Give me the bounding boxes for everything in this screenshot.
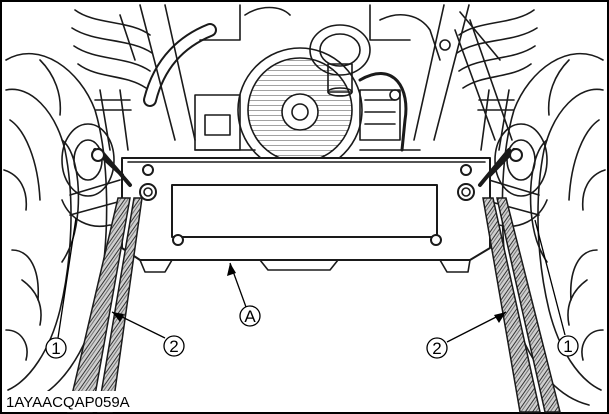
engine-block [194,4,421,151]
callout-2-left: 2 [163,335,185,357]
callout-1-right: 1 [557,335,579,357]
right-strap [482,197,561,413]
callout-a: A [239,305,261,327]
callout-1-left-label: 1 [51,339,60,358]
left-tire [3,52,108,406]
hydraulic-line [358,72,408,152]
callout-2-right: 2 [426,337,448,359]
callout-2-right-label: 2 [432,339,441,358]
frame-rails [119,4,513,141]
skid-plate [121,157,491,273]
fan-pulley [237,47,363,173]
right-strut [456,9,538,151]
figure-code: 1AYAACQAP059A [6,394,130,411]
callout-1-left: 1 [45,337,67,359]
bolts [139,164,475,246]
filter-cap [309,24,371,97]
left-strut [71,9,153,151]
callout-2-left-label: 2 [169,337,178,356]
arrowheads [112,263,506,323]
callout-1-right-label: 1 [563,337,572,356]
callout-a-label: A [244,307,256,326]
tie-rods [91,148,523,187]
